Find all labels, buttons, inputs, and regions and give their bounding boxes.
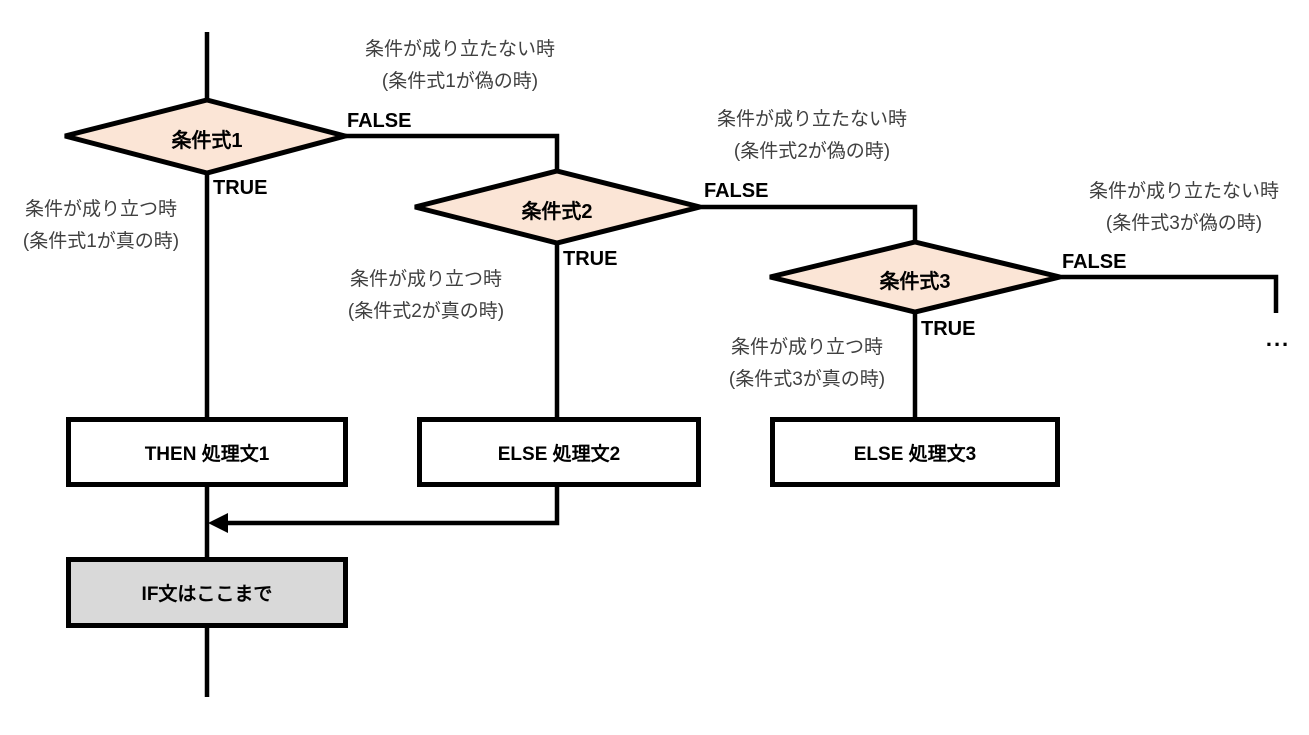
false-label-1: FALSE <box>347 110 412 132</box>
true-note-3-line2: (条件式3が真の時) <box>728 369 886 390</box>
decision-label-3: 条件式3 <box>879 271 951 293</box>
true-note-3-line1: 条件が成り立つ時 <box>730 337 883 358</box>
false-note-1-line2: (条件式1が偽の時) <box>381 71 539 92</box>
true-label-2: TRUE <box>563 248 618 270</box>
false-note-3-line1: 条件が成り立たない時 <box>1088 181 1279 202</box>
true-label-3: TRUE <box>921 318 976 340</box>
false-note-2-line2: (条件式2が偽の時) <box>733 141 891 162</box>
false-note-3-line2: (条件式3が偽の時) <box>1105 213 1263 234</box>
end-box: IF文はここまで <box>66 557 348 628</box>
true-label-1: TRUE <box>213 177 268 199</box>
decision-label-1: 条件式1 <box>171 130 243 152</box>
true-note-1: 条件が成り立つ時 (条件式1が真の時) <box>0 194 202 258</box>
edge-false-3 <box>1059 274 1279 313</box>
false-label-2: FALSE <box>704 180 769 202</box>
decision-diamond-3 <box>769 239 1061 315</box>
edge-else2-merge <box>224 484 560 526</box>
true-note-1-line2: (条件式1が真の時) <box>22 231 180 252</box>
decision-diamond-2 <box>414 168 701 246</box>
false-note-1: 条件が成り立たない時 (条件式1が偽の時) <box>340 34 580 98</box>
true-note-2: 条件が成り立つ時 (条件式2が真の時) <box>325 264 527 328</box>
edge-false-1 <box>344 133 560 174</box>
false-note-3: 条件が成り立たない時 (条件式3が偽の時) <box>1064 176 1304 240</box>
true-note-2-line2: (条件式2が真の時) <box>347 301 505 322</box>
edge-false-2 <box>699 204 918 245</box>
true-note-1-line1: 条件が成り立つ時 <box>24 199 177 220</box>
process-box-then1: THEN 処理文1 <box>66 417 348 487</box>
false-note-1-line1: 条件が成り立たない時 <box>364 39 555 60</box>
process-box-else3: ELSE 処理文3 <box>770 417 1060 487</box>
true-note-3: 条件が成り立つ時 (条件式3が真の時) <box>706 332 908 396</box>
true-note-2-line1: 条件が成り立つ時 <box>349 269 502 290</box>
false-label-3: FALSE <box>1062 251 1127 273</box>
decision-diamond-1 <box>64 97 355 176</box>
merge-arrowhead-icon <box>208 513 228 533</box>
decision-label-2: 条件式2 <box>521 201 593 223</box>
process-box-else2: ELSE 処理文2 <box>417 417 701 487</box>
false-note-2: 条件が成り立たない時 (条件式2が偽の時) <box>692 104 932 168</box>
continuation-ellipsis: ... <box>1265 326 1291 351</box>
false-note-2-line1: 条件が成り立たない時 <box>716 109 907 130</box>
